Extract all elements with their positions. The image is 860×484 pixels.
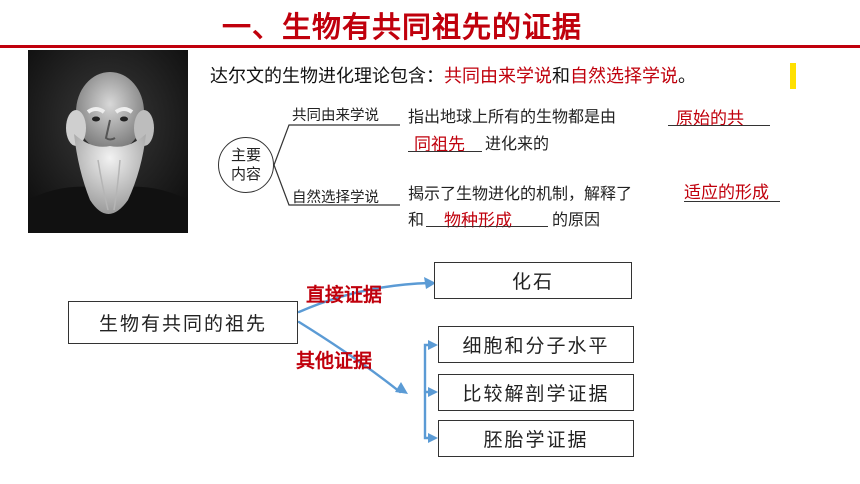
center-line1: 主要 (230, 146, 261, 164)
branch-label-common-descent: 共同由来学说 (292, 108, 379, 124)
branch1-text2: 进化来的 (485, 134, 550, 153)
branch1-answer2: 同祖先 (414, 135, 465, 155)
branch2-blank-line2 (426, 226, 548, 227)
center-line2: 内容 (230, 165, 261, 183)
branch-label-natural-selection: 自然选择学说 (292, 190, 379, 206)
slide-title: 一、生物有共同祖先的证据 (222, 10, 583, 44)
theory-natural-selection: 自然选择学说 (570, 66, 678, 87)
direct-evidence-label: 直接证据 (306, 284, 383, 306)
theory-common-descent: 共同由来学说 (444, 66, 552, 87)
branch2-blank-line1 (684, 201, 780, 202)
highlight-marker (790, 63, 796, 89)
intro-conj: 和 (552, 66, 570, 87)
evidence-embryology: 胚胎学证据 (438, 420, 634, 457)
intro-prefix: 达尔文的生物进化理论包含： (210, 66, 444, 87)
branch1-blank-line1 (668, 125, 770, 126)
root-common-ancestor: 生物有共同的祖先 (68, 301, 298, 344)
branch1-blank-line2 (408, 151, 482, 152)
branch2-text3: 的原因 (552, 210, 601, 229)
branch2-text1: 揭示了生物进化的机制，解释了 (408, 184, 633, 203)
branch2-answer1: 适应的形成 (684, 183, 769, 203)
branch1-answer1: 原始的共 (676, 109, 744, 129)
darwin-portrait (28, 50, 188, 233)
branch1-text1: 指出地球上所有的生物都是由 (408, 107, 617, 126)
intro-suffix: 。 (678, 66, 696, 87)
branch2-text2: 和 (408, 210, 425, 229)
branch2-answer2: 物种形成 (444, 211, 512, 231)
title-underline (0, 45, 860, 48)
main-content-node: 主要 内容 (218, 137, 274, 193)
evidence-cell-molecular: 细胞和分子水平 (438, 326, 634, 363)
evidence-comparative-anatomy: 比较解剖学证据 (438, 374, 634, 411)
other-evidence-label: 其他证据 (296, 350, 373, 372)
evidence-fossil: 化石 (434, 262, 632, 299)
intro-sentence: 达尔文的生物进化理论包含：共同由来学说和自然选择学说。 (210, 62, 696, 88)
